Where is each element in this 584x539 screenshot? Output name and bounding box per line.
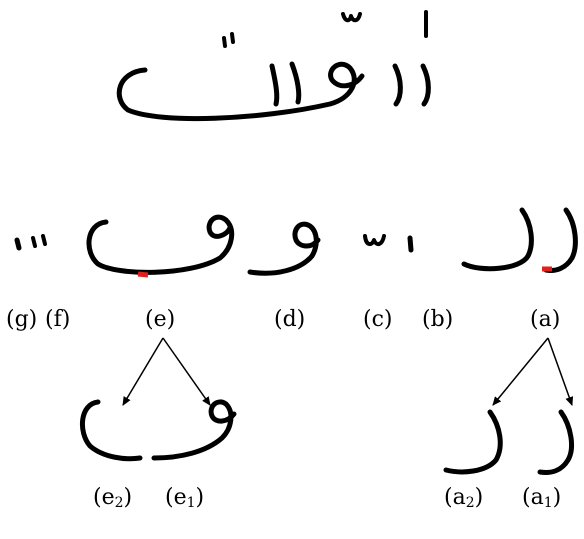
label-e: (e) bbox=[145, 307, 175, 332]
label-e1-subscript: 1 bbox=[187, 495, 196, 511]
label-f: (f) bbox=[45, 307, 70, 332]
component-g-glyph bbox=[17, 240, 19, 248]
split-arrows-e bbox=[123, 338, 210, 405]
component-a-glyph bbox=[464, 210, 575, 271]
label-a1: (a1) bbox=[522, 485, 561, 511]
component-e2-glyph bbox=[82, 402, 140, 459]
label-e2-subscript: 2 bbox=[115, 495, 124, 511]
component-c-glyph bbox=[365, 236, 384, 244]
full-word-glyph bbox=[119, 12, 428, 119]
label-a2-subscript: 2 bbox=[466, 495, 475, 511]
label-e1-close: ) bbox=[196, 485, 205, 510]
split-arrows-a bbox=[493, 338, 572, 405]
label-e1: (e1) bbox=[165, 485, 204, 511]
label-a2-close: ) bbox=[475, 485, 484, 510]
label-a1-close: ) bbox=[553, 485, 562, 510]
label-a: (a) bbox=[530, 307, 560, 332]
component-e1-glyph bbox=[154, 402, 234, 458]
component-a1-glyph bbox=[540, 412, 572, 473]
label-b: (b) bbox=[422, 307, 453, 332]
label-e2: (e2) bbox=[93, 485, 132, 511]
component-a2-glyph bbox=[446, 412, 500, 472]
label-a1-subscript: 1 bbox=[544, 495, 553, 511]
component-b-glyph bbox=[410, 238, 411, 250]
component-d-glyph bbox=[250, 224, 318, 273]
label-e1-base: (e bbox=[165, 485, 187, 510]
label-c: (c) bbox=[363, 307, 393, 332]
label-g: (g) bbox=[6, 307, 37, 332]
label-a1-base: (a bbox=[522, 485, 544, 510]
label-a2-base: (a bbox=[444, 485, 466, 510]
component-f-glyph bbox=[33, 236, 45, 246]
label-a2: (a2) bbox=[444, 485, 483, 511]
component-e-glyph bbox=[89, 217, 232, 275]
label-e2-close: ) bbox=[124, 485, 133, 510]
label-e2-base: (e bbox=[93, 485, 115, 510]
label-d: (d) bbox=[274, 307, 305, 332]
